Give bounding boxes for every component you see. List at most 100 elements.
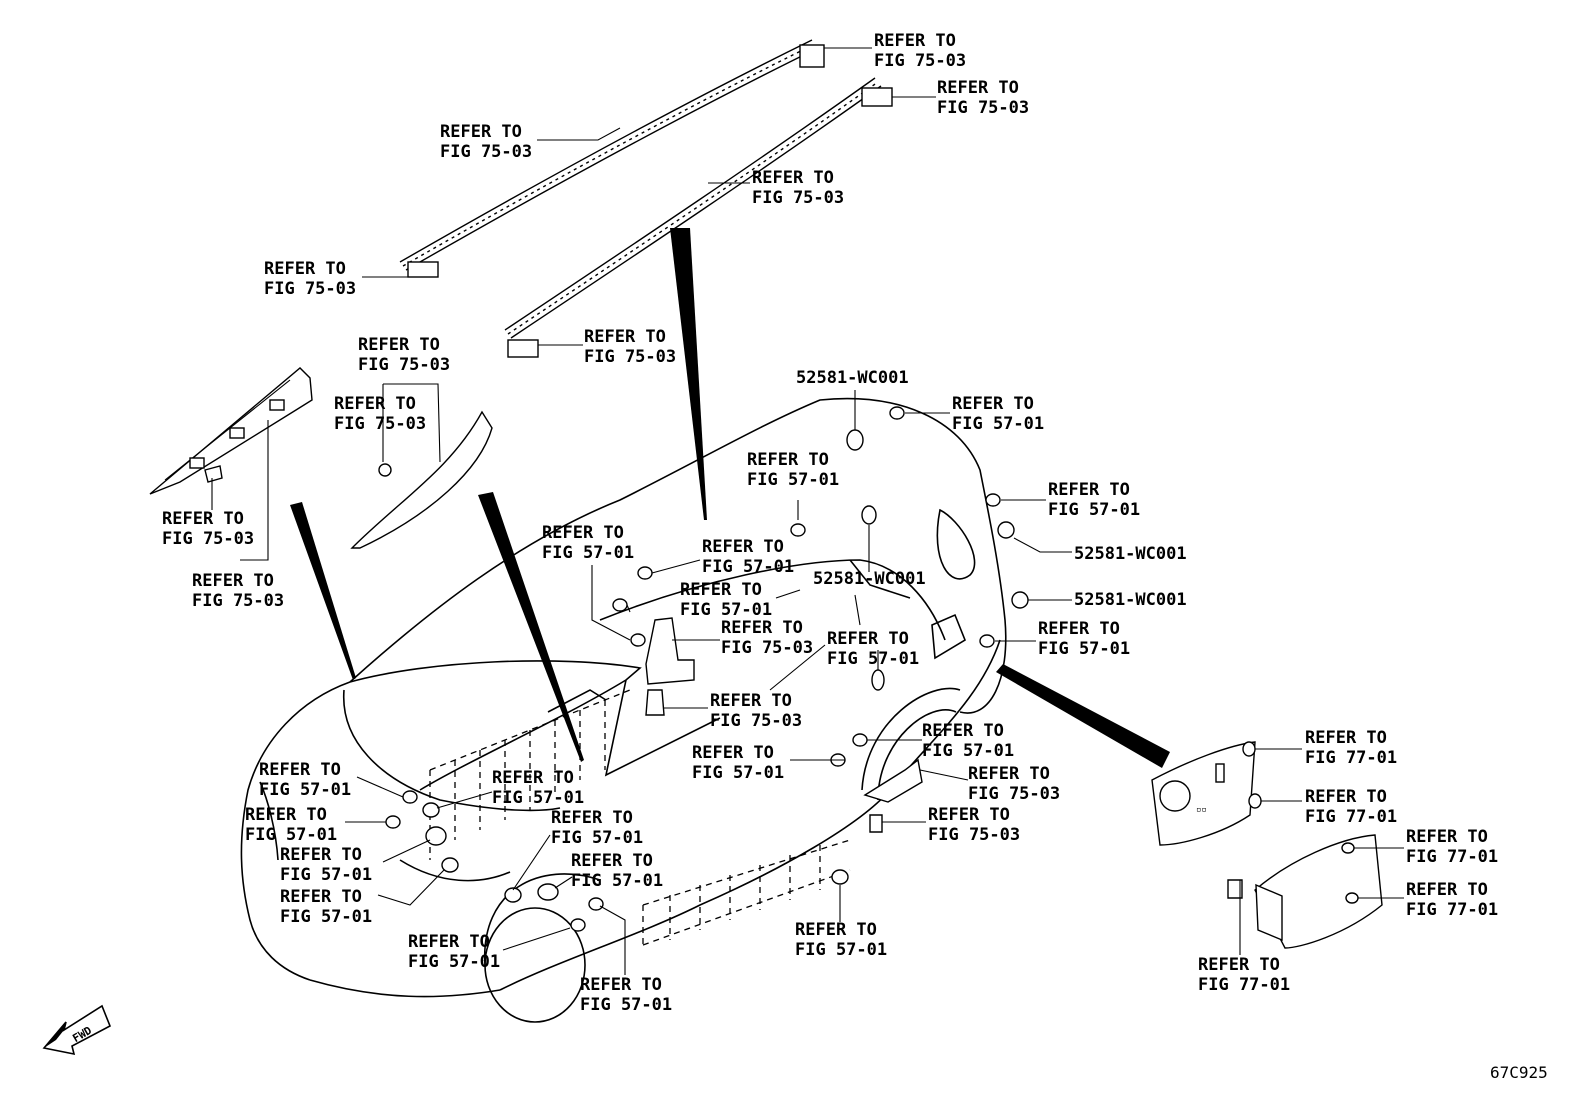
label-quarter-lower-plug-1: REFER TO bbox=[1038, 619, 1120, 639]
label-roof-rail-front-clip-1: REFER TO bbox=[874, 31, 956, 51]
fuel-filler-box: ▫▫ bbox=[1151, 741, 1262, 846]
pointer-wedge bbox=[996, 664, 1170, 768]
label-roof-rail-front-clip-2: FIG 75-03 bbox=[874, 51, 966, 71]
label-fuel-box-1-1: REFER TO bbox=[1305, 728, 1387, 748]
fuel-door-clip-2[interactable] bbox=[1345, 892, 1359, 904]
front-plug-1[interactable] bbox=[402, 790, 418, 804]
label-hinge-clip-2: FIG 75-03 bbox=[710, 711, 802, 731]
quarter-plug-lower[interactable] bbox=[979, 634, 995, 648]
label-front-rocker-plug-2: FIG 57-01 bbox=[580, 995, 672, 1015]
quarter-plug-upper[interactable] bbox=[985, 493, 1001, 507]
rocker-plug-upper[interactable] bbox=[871, 669, 885, 691]
roof-rail-right-end-clip[interactable] bbox=[507, 339, 539, 358]
label-fender-plug-2-1: REFER TO bbox=[571, 851, 653, 871]
label-fuel-box-2-1: REFER TO bbox=[1305, 787, 1387, 807]
roof-plug-b[interactable] bbox=[846, 429, 864, 451]
door-plug-b[interactable] bbox=[612, 598, 628, 612]
label-quarter-upper-plug-2: FIG 57-01 bbox=[1048, 500, 1140, 520]
label-fuel-door-1-2: FIG 77-01 bbox=[1406, 847, 1498, 867]
front-wheel-plug[interactable] bbox=[570, 918, 586, 932]
fender-plug-2[interactable] bbox=[537, 883, 559, 901]
label-rocker-plug-lower-1: REFER TO bbox=[795, 920, 877, 940]
rocker-plug-lower[interactable] bbox=[831, 869, 849, 885]
label-roof-rail-right-1: REFER TO bbox=[752, 168, 834, 188]
hinge-clip[interactable] bbox=[645, 689, 665, 716]
label-pillar-garnish-clip-2: FIG 75-03 bbox=[334, 414, 426, 434]
quarter-plug-a[interactable] bbox=[997, 521, 1015, 539]
callout-labels: REFER TO FIG 75-03 REFER TO FIG 75-03 RE… bbox=[162, 31, 1498, 1015]
pointer-wedge bbox=[290, 502, 356, 680]
front-rocker-plug[interactable] bbox=[588, 897, 604, 911]
pillar-garnish-left bbox=[149, 367, 313, 495]
door-plug-upper[interactable] bbox=[790, 523, 806, 537]
roof-rail-front-clip[interactable] bbox=[799, 44, 825, 68]
label-quarter-lower-plug-2: FIG 57-01 bbox=[1038, 639, 1130, 659]
label-wheel-arch-clip-1: REFER TO bbox=[928, 805, 1010, 825]
label-fuel-door-hinge-1: REFER TO bbox=[1198, 955, 1280, 975]
label-front-rocker-plug-1: REFER TO bbox=[580, 975, 662, 995]
label-windshield-bottom-2: FIG 75-03 bbox=[192, 591, 284, 611]
rear-wheel-arch bbox=[861, 687, 961, 801]
label-rocker-plug-lower-2: FIG 57-01 bbox=[795, 940, 887, 960]
label-front-plug-4-1: REFER TO bbox=[280, 887, 362, 907]
roof-plug-c[interactable] bbox=[861, 505, 877, 525]
wheel-arch-plug[interactable] bbox=[852, 733, 868, 747]
label-door-upper-plug-2: FIG 57-01 bbox=[542, 543, 634, 563]
label-pillar-garnish-top-1: REFER TO bbox=[358, 335, 440, 355]
label-front-wheel-plug-2: FIG 57-01 bbox=[408, 952, 500, 972]
label-fender-plug-1-1: REFER TO bbox=[551, 808, 633, 828]
label-fuel-door-2-1: REFER TO bbox=[1406, 880, 1488, 900]
pointer-wedge bbox=[478, 492, 584, 762]
hinge-bracket[interactable] bbox=[645, 617, 695, 685]
wheel-arch-bracket[interactable] bbox=[863, 758, 923, 803]
label-roof-rail-right-end-1: REFER TO bbox=[584, 327, 666, 347]
label-rocker-plug-upper-2: FIG 57-01 bbox=[827, 649, 919, 669]
label-rocker-plug-mid-2: FIG 57-01 bbox=[692, 763, 784, 783]
label-front-plug-4-2: FIG 57-01 bbox=[280, 907, 372, 927]
fuel-box-plug-2[interactable] bbox=[1248, 793, 1262, 809]
front-plug-4[interactable] bbox=[441, 857, 459, 873]
label-door-plug-part: 52581-WC001 bbox=[813, 569, 926, 589]
label-hinge-bracket-1: REFER TO bbox=[721, 618, 803, 638]
roof-rail-right bbox=[504, 77, 893, 358]
fender-plug-1[interactable] bbox=[504, 887, 522, 903]
leader-lines bbox=[211, 47, 1404, 975]
label-front-plug-3-2: FIG 57-01 bbox=[280, 865, 372, 885]
label-door-plug-a-1: REFER TO bbox=[702, 537, 784, 557]
fuel-box-plug-1[interactable] bbox=[1242, 741, 1256, 757]
front-plug-3[interactable] bbox=[425, 826, 447, 846]
label-pillar-garnish-clip-1: REFER TO bbox=[334, 394, 416, 414]
label-wheel-arch-plug-1: REFER TO bbox=[922, 721, 1004, 741]
label-roof-rail-left-1: REFER TO bbox=[440, 122, 522, 142]
roof-rail-left-end-clip[interactable] bbox=[407, 261, 439, 278]
label-hinge-bracket-2: FIG 75-03 bbox=[721, 638, 813, 658]
front-plug-2[interactable] bbox=[385, 815, 401, 829]
front-wheel bbox=[484, 873, 601, 1023]
label-fuel-door-hinge-2: FIG 77-01 bbox=[1198, 975, 1290, 995]
quarter-plug-b[interactable] bbox=[1011, 591, 1029, 609]
windshield-garnish bbox=[350, 410, 493, 549]
label-roof-rail-rear-clip-2: FIG 75-03 bbox=[937, 98, 1029, 118]
label-roof-plug-part: 52581-WC001 bbox=[796, 368, 909, 388]
roof-plug-a[interactable] bbox=[889, 406, 905, 420]
door-plug-a[interactable] bbox=[637, 566, 653, 580]
hood-plug[interactable] bbox=[422, 802, 440, 818]
windshield-clip[interactable] bbox=[378, 463, 392, 477]
label-windshield-lower-2: FIG 75-03 bbox=[162, 529, 254, 549]
label-fuel-box-1-2: FIG 77-01 bbox=[1305, 748, 1397, 768]
door-plug-c[interactable] bbox=[630, 633, 646, 647]
wheel-arch-clip[interactable] bbox=[869, 814, 883, 833]
label-wheel-arch-plug-2: FIG 57-01 bbox=[922, 741, 1014, 761]
label-front-plug-2-2: FIG 57-01 bbox=[245, 825, 337, 845]
label-fender-plug-1-2: FIG 57-01 bbox=[551, 828, 643, 848]
fuel-door-hinge[interactable] bbox=[1255, 883, 1283, 942]
roof-rail-rear-clip[interactable] bbox=[861, 87, 893, 107]
pillar-garnish-clip[interactable] bbox=[204, 465, 223, 483]
label-fuel-box-2-2: FIG 77-01 bbox=[1305, 807, 1397, 827]
label-hood-plug-2: FIG 57-01 bbox=[492, 788, 584, 808]
label-roof-rail-left-end-1: REFER TO bbox=[264, 259, 346, 279]
label-roof-rail-right-2: FIG 75-03 bbox=[752, 188, 844, 208]
label-wheel-arch-bracket-1: REFER TO bbox=[968, 764, 1050, 784]
fuel-door-clip-1[interactable] bbox=[1341, 842, 1355, 854]
